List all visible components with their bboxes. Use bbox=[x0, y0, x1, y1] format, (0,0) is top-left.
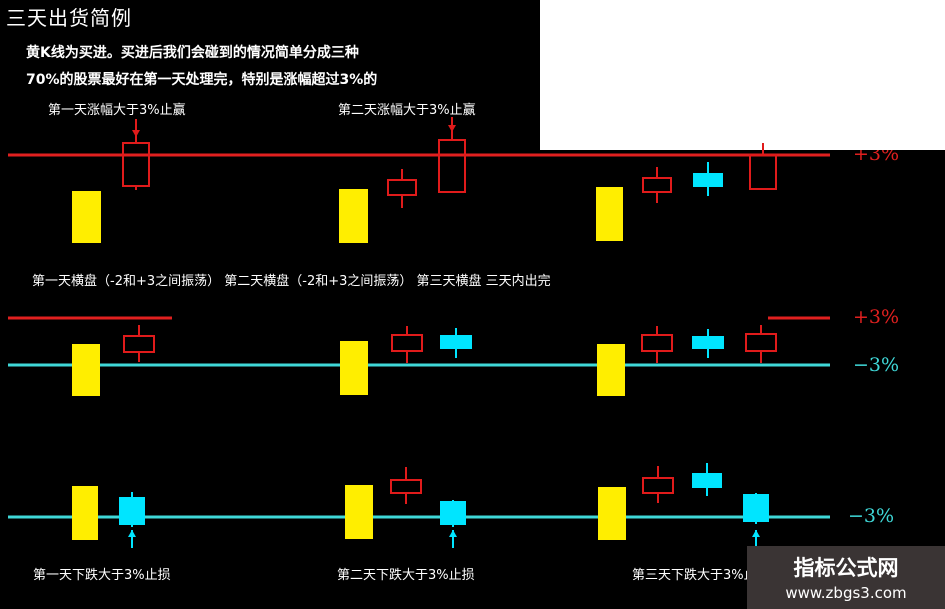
small-candle-r2-c1 bbox=[123, 335, 155, 353]
label-day2-stop-loss: 第二天下跌大于3%止损 bbox=[337, 568, 475, 583]
label-day2-take-profit: 第二天涨幅大于3%止赢 bbox=[338, 103, 476, 118]
arrow-day1-stop-loss-head bbox=[128, 530, 136, 537]
buy-candle-r3-c3 bbox=[598, 487, 626, 540]
arrow-day2-stop-loss-head bbox=[449, 530, 457, 537]
threshold-minus3-row2: −3% bbox=[853, 354, 900, 376]
buy-candle-r2-c2 bbox=[340, 341, 368, 395]
small-candle-r3-c2a bbox=[390, 479, 422, 494]
threshold-minus3-row3: −3% bbox=[848, 505, 895, 527]
label-day1-take-profit: 第一天涨幅大于3%止赢 bbox=[48, 103, 186, 118]
label-day1-stop-loss: 第一天下跌大于3%止损 bbox=[33, 568, 171, 583]
corner-background bbox=[540, 0, 945, 150]
buy-candle-r3-c1 bbox=[72, 486, 98, 540]
threshold-plus3-row1: +3% bbox=[853, 143, 900, 165]
diagram-title: 三天出货简例 bbox=[6, 6, 132, 30]
buy-candle-r2-c1 bbox=[72, 344, 100, 396]
down-candle-r3-c2b bbox=[440, 501, 466, 525]
arrow-day3-stop-loss-head bbox=[752, 530, 760, 537]
buy-candle-r1-c1 bbox=[72, 191, 101, 243]
flat-candle-r2-c3b bbox=[692, 336, 724, 349]
down-candle-r3-c1 bbox=[119, 497, 145, 525]
buy-candle-r1-c3 bbox=[596, 187, 623, 241]
buy-candle-r2-c3 bbox=[597, 344, 625, 396]
arrow-day2-take-profit-head bbox=[448, 125, 456, 132]
intro-line-2: 70%的股票最好在第一天处理完，特别是涨幅超过3%的 bbox=[26, 72, 378, 88]
up-candle-r1-c2b bbox=[438, 139, 466, 193]
flat-candle-r2-c2b bbox=[440, 335, 472, 349]
label-day3-stop-loss: 第三天下跌大于3%止损 bbox=[632, 568, 770, 583]
small-candle-r3-c3a bbox=[642, 477, 674, 494]
intro-line-1: 黄K线为买进。买进后我们会碰到的情况简单分成三种 bbox=[26, 45, 359, 61]
small-candle-r2-c2a bbox=[391, 334, 423, 352]
small-candle-r1-c3a bbox=[642, 177, 672, 193]
small-candle-r1-c2a bbox=[387, 179, 417, 196]
flat-candle-r1-c3b bbox=[693, 173, 723, 187]
up-candle-r1-c3c bbox=[749, 154, 777, 190]
watermark-url: www.zbgs3.com bbox=[785, 584, 907, 602]
small-candle-r2-c3c bbox=[745, 333, 777, 352]
small-candle-r2-c3a bbox=[641, 334, 673, 352]
threshold-plus3-row2: +3% bbox=[853, 306, 900, 328]
arrow-day1-take-profit-head bbox=[132, 130, 140, 137]
down-candle-r3-c3c bbox=[743, 494, 769, 522]
up-candle-r1-c1 bbox=[122, 142, 150, 187]
sideways-caption: 第一天横盘（-2和+3之间振荡） 第二天横盘（-2和+3之间振荡） 第三天横盘 … bbox=[32, 274, 551, 289]
watermark-name: 指标公式网 bbox=[793, 556, 899, 580]
flat-candle-r3-c3b bbox=[692, 473, 722, 488]
buy-candle-r1-c2 bbox=[339, 189, 368, 243]
buy-candle-r3-c2 bbox=[345, 485, 373, 539]
watermark-badge: 指标公式网 www.zbgs3.com bbox=[747, 546, 945, 609]
